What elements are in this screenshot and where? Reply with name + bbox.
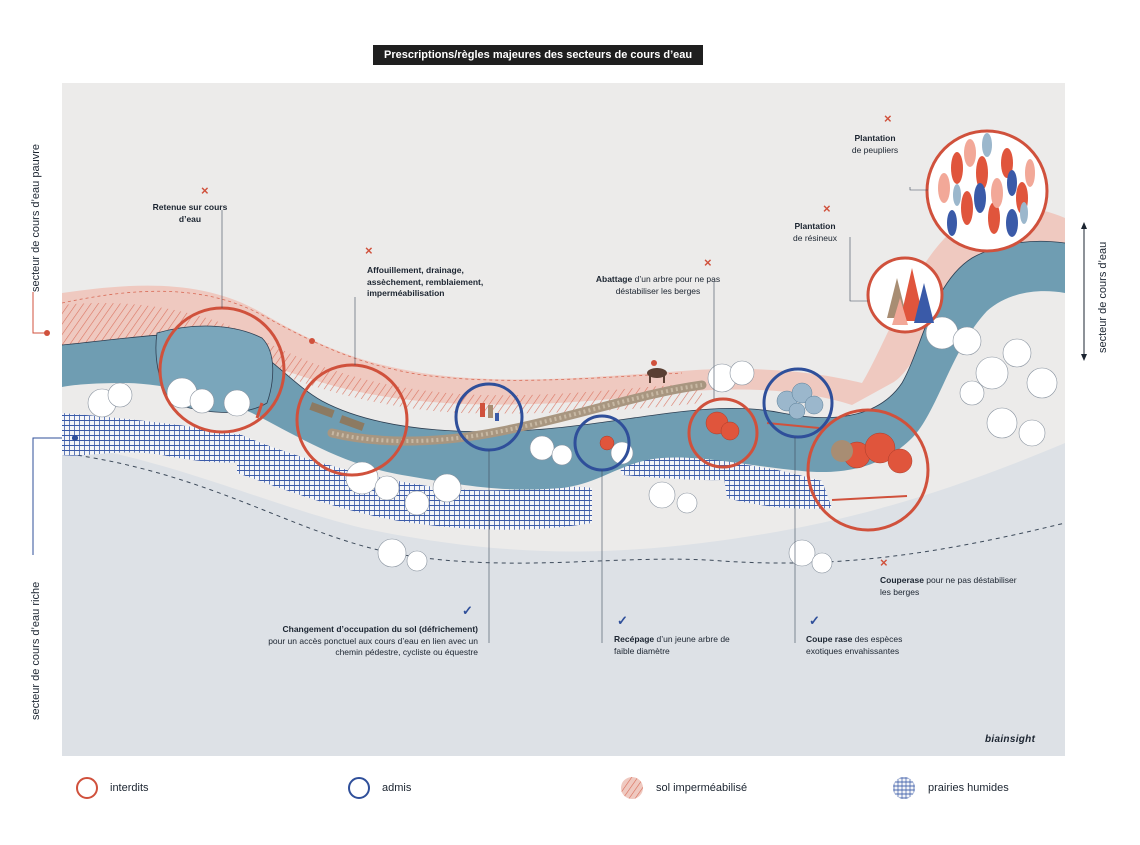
legend-red-circle-icon (76, 777, 98, 799)
picnic-tables (309, 402, 365, 431)
annotation-recepage-title: Recépage (614, 634, 655, 644)
annotation-couperase-text: pour ne pas déstabiliser les berges (880, 575, 1017, 597)
annotation-resineux-title: Plantation (794, 221, 836, 231)
annotation-abattage-title: Abattage (595, 274, 633, 284)
conifer-plantation (866, 256, 944, 334)
annotation-affouillement: Affouillement, drainage, assèchement, re… (367, 265, 507, 300)
wet-meadow-right (722, 463, 832, 509)
wet-meadow-center (237, 433, 592, 530)
river-scene (62, 129, 1065, 756)
legend-item-prairies: prairies humides (892, 775, 1009, 801)
annotation-couperase-title: Couperase (880, 575, 924, 585)
forbidden-mark-couperase: × (880, 555, 888, 570)
forbidden-mark-resineux: × (823, 201, 831, 216)
annotation-affouillement-title: Affouillement, drainage, assèchement, re… (367, 265, 484, 298)
annotation-changement: Changement d’occupation du sol (défriche… (250, 624, 478, 659)
annotation-couperase: Couperase pour ne pas déstabiliser les b… (880, 575, 1020, 598)
annotation-abattage: Abattage d’un arbre pour ne pas déstabil… (591, 274, 725, 297)
annotation-coupe-title: Coupe rase (806, 634, 853, 644)
invasive-shrubs (776, 382, 824, 420)
forbidden-mark-affouillement: × (365, 243, 373, 258)
legend-item-interdits: interdits (76, 775, 149, 801)
allowed-mark-changement: ✓ (462, 603, 473, 618)
annotation-recepage-text: d’un jeune arbre de faible diamètre (614, 634, 730, 656)
walkers (480, 403, 499, 421)
forbidden-circle-couperase (806, 408, 930, 532)
annotation-recepage: Recépage d’un jeune arbre de faible diam… (614, 634, 734, 657)
allowed-mark-coupe: ✓ (809, 613, 820, 628)
red-trees (599, 411, 913, 474)
legend-label: sol imperméabilisé (656, 782, 748, 794)
wet-meadow-left (62, 413, 272, 463)
annotation-coupe: Coupe rase des espèces exotiques envahis… (806, 634, 926, 657)
legend-label: admis (382, 782, 412, 794)
forbidden-circle-affouillement (295, 363, 409, 477)
diagram-title: Prescriptions/règles majeures des secteu… (373, 45, 704, 65)
annotation-peupliers: Plantation de peupliers (840, 133, 910, 156)
annotation-abattage-text: d’un arbre pour ne pas déstabiliser les … (615, 274, 721, 296)
white-trees (87, 316, 1058, 574)
forbidden-mark-retenue: × (201, 183, 209, 198)
annotation-coupe-text: des espèces exotiques envahissantes (806, 634, 903, 656)
legend-item-admis: admis (348, 775, 411, 801)
legend-label: prairies humides (928, 782, 1009, 794)
allowed-circle-coupe (762, 367, 834, 439)
legend-label: interdits (110, 782, 149, 794)
horse-rider (647, 360, 667, 383)
forbidden-mark-abattage: × (704, 255, 712, 270)
annotation-peupliers-text: de peupliers (851, 144, 899, 155)
annotation-resineux: Plantation de résineux (782, 221, 848, 244)
legend-red-hatch-icon (621, 777, 643, 799)
lower-bank (62, 443, 1065, 756)
annotation-retenue-title: Retenue sur cours d’eau (152, 202, 228, 224)
annotation-retenue: Retenue sur cours d’eau (150, 202, 230, 225)
annotation-changement-text: pour un accès ponctuel aux cours d’eau e… (268, 635, 478, 658)
allowed-mark-recepage: ✓ (617, 613, 628, 628)
annotation-peupliers-title: Plantation (854, 133, 896, 143)
poplar-plantation (925, 129, 1049, 253)
legend-blue-hatch-icon (893, 777, 915, 799)
impermeable-bank (62, 207, 1065, 405)
illustration-panel (62, 83, 1065, 756)
legend-item-impermeable: sol imperméabilisé (620, 775, 747, 801)
forbidden-mark-peupliers: × (884, 111, 892, 126)
forbidden-circle-abattage (687, 397, 759, 469)
annotation-changement-title: Changement d’occupation du sol (défriche… (282, 624, 478, 634)
brand-logo: biainsight (985, 734, 1036, 745)
annotation-resineux-text: de résineux (793, 232, 837, 243)
legend-blue-circle-icon (348, 777, 370, 799)
